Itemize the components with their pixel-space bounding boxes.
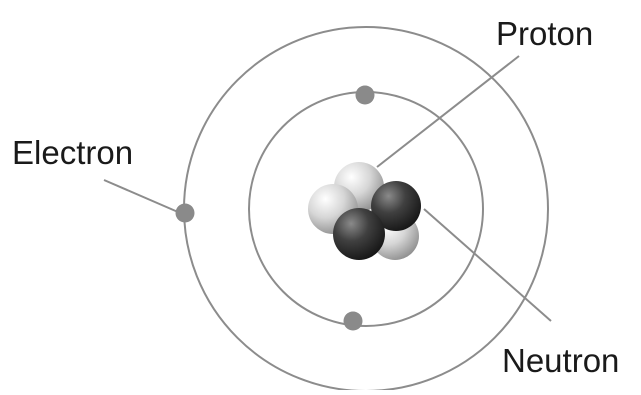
electron-left (175, 203, 195, 223)
electron-bottom (343, 311, 363, 331)
nucleus (308, 162, 421, 260)
neutron-leader-line (423, 208, 552, 322)
electron-top (355, 85, 375, 105)
proton-leader-line (376, 55, 520, 168)
electron-label: Electron (12, 134, 134, 171)
neutron-right (371, 181, 421, 231)
electron-leader-line (103, 179, 179, 213)
proton-label: Proton (496, 15, 594, 52)
neutron-front (333, 208, 385, 260)
neutron-label: Neutron (502, 342, 620, 379)
